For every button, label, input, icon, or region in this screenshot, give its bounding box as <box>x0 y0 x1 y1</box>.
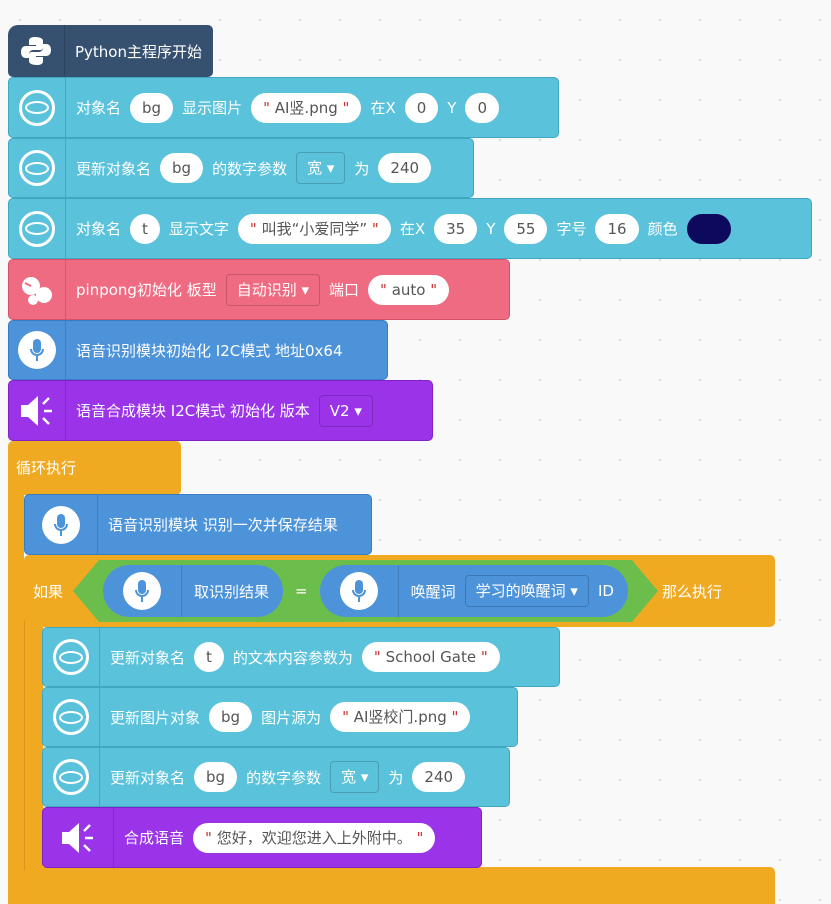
object-icon <box>43 628 100 686</box>
label: 的文本内容参数为 <box>232 648 353 667</box>
image-file-input[interactable]: AI竖.png <box>251 92 362 123</box>
speak-block[interactable]: 合成语音 您好，欢迎您进入上外附中。 <box>42 807 482 868</box>
image-file-input[interactable]: AI竖校门.png <box>330 702 471 732</box>
label: Y <box>447 98 457 117</box>
show-image-block[interactable]: 对象名 bg 显示图片 AI竖.png 在X 0 Y 0 <box>8 77 559 138</box>
font-size-input[interactable]: 16 <box>595 213 639 244</box>
equals-condition[interactable]: 取识别结果 = 唤醒词 学习的唤醒词 ID <box>73 560 658 622</box>
value-input[interactable]: 240 <box>412 762 466 792</box>
tts-init-block[interactable]: 语音合成模块 I2C模式 初始化 版本 V2 <box>8 380 433 441</box>
label: Y <box>486 219 496 238</box>
label: 更新对象名 <box>76 159 152 178</box>
text-input[interactable]: 叫我“小爱同学” <box>237 213 391 244</box>
id-label: ID <box>597 582 614 600</box>
speech-text-input[interactable]: 您好，欢迎您进入上外附中。 <box>193 822 436 853</box>
update-number-param-block[interactable]: 更新对象名 bg 的数字参数 宽 为 240 <box>42 747 510 807</box>
speaker-icon <box>9 381 66 440</box>
label: 语音识别模块初始化 I2C模式 地址0x64 <box>76 341 343 360</box>
label: 字号 <box>556 220 587 238</box>
label: 对象名 <box>76 220 122 238</box>
label: 更新图片对象 <box>110 708 201 727</box>
asr-recognize-block[interactable]: 语音识别模块 识别一次并保存结果 <box>24 494 372 555</box>
update-text-block[interactable]: 更新对象名 t 的文本内容参数为 School Gate <box>42 627 560 687</box>
label: 的数字参数 <box>212 159 288 178</box>
value-input[interactable]: 240 <box>378 153 432 183</box>
y-input[interactable]: 55 <box>504 213 548 244</box>
label: 更新对象名 <box>110 648 186 667</box>
port-input[interactable]: auto <box>368 274 450 305</box>
version-dropdown[interactable]: V2 <box>318 394 373 427</box>
label: 语音合成模块 I2C模式 初始化 版本 <box>76 402 310 420</box>
microphone-icon <box>25 495 98 554</box>
object-name-input[interactable]: bg <box>160 153 204 183</box>
if-arm <box>24 620 43 870</box>
show-text-block[interactable]: 对象名 t 显示文字 叫我“小爱同学” 在X 35 Y 55 字号 16 颜色 <box>8 198 812 259</box>
if-label: 如果 <box>33 582 64 601</box>
param-dropdown[interactable]: 宽 <box>296 152 346 184</box>
python-icon <box>8 25 65 77</box>
label: 在X <box>399 220 426 238</box>
loop-arm <box>8 490 24 904</box>
pinpong-init-block[interactable]: pinpong初始化 板型 自动识别 端口 auto <box>8 259 510 320</box>
python-main-hat-block[interactable]: Python主程序开始 <box>8 25 213 77</box>
object-icon <box>9 199 66 258</box>
object-name-input[interactable]: bg <box>130 92 174 123</box>
object-icon <box>9 78 66 137</box>
update-number-param-block[interactable]: 更新对象名 bg 的数字参数 宽 为 240 <box>8 138 474 198</box>
asr-init-block[interactable]: 语音识别模块初始化 I2C模式 地址0x64 <box>8 320 388 380</box>
microphone-icon <box>320 565 399 617</box>
label: 为 <box>388 768 404 787</box>
label: 显示文字 <box>168 220 229 238</box>
loop-label: 循环执行 <box>16 459 77 477</box>
object-name-input[interactable]: bg <box>209 702 253 732</box>
hat-label: Python主程序开始 <box>75 42 202 61</box>
param-dropdown[interactable]: 宽 <box>330 761 380 793</box>
wake-word-dropdown[interactable]: 学习的唤醒词 <box>465 575 589 607</box>
object-icon <box>43 688 100 746</box>
object-name-input[interactable]: t <box>194 642 224 672</box>
label: 的数字参数 <box>246 768 322 787</box>
update-image-block[interactable]: 更新图片对象 bg 图片源为 AI竖校门.png <box>42 687 518 747</box>
microphone-icon <box>9 321 66 379</box>
speaker-icon <box>43 808 114 867</box>
object-name-input[interactable]: bg <box>194 762 238 792</box>
label: 颜色 <box>647 220 678 238</box>
equals-sign: = <box>295 582 308 600</box>
color-picker[interactable] <box>686 213 731 244</box>
loop-bottom <box>8 867 775 904</box>
label: 图片源为 <box>261 708 322 727</box>
label: 为 <box>354 159 370 178</box>
y-input[interactable]: 0 <box>465 92 499 123</box>
then-label: 那么执行 <box>661 582 722 601</box>
label: 在X <box>370 99 396 117</box>
label: 更新对象名 <box>110 768 186 787</box>
object-icon <box>9 139 66 197</box>
label: 语音识别模块 识别一次并保存结果 <box>108 516 338 534</box>
label: pinpong初始化 板型 <box>76 281 217 299</box>
x-input[interactable]: 0 <box>404 92 439 123</box>
board-dropdown[interactable]: 自动识别 <box>225 273 321 306</box>
if-block[interactable]: 如果 取识别结果 = 唤醒词 学习的唤醒词 ID 那么执行 <box>24 555 775 627</box>
forever-loop-block[interactable]: 循环执行 <box>8 441 181 495</box>
label: 合成语音 <box>124 829 185 847</box>
microphone-icon <box>103 565 182 617</box>
label: 端口 <box>329 281 360 299</box>
text-input[interactable]: School Gate <box>361 642 500 672</box>
object-name-input[interactable]: t <box>130 213 160 244</box>
pinpong-icon <box>9 260 66 319</box>
get-result-label: 取识别结果 <box>194 582 270 601</box>
object-icon <box>43 748 100 806</box>
wake-word-label: 唤醒词 <box>410 582 456 601</box>
label: 对象名 <box>76 99 122 117</box>
label: 显示图片 <box>182 99 243 117</box>
x-input[interactable]: 35 <box>434 213 478 244</box>
